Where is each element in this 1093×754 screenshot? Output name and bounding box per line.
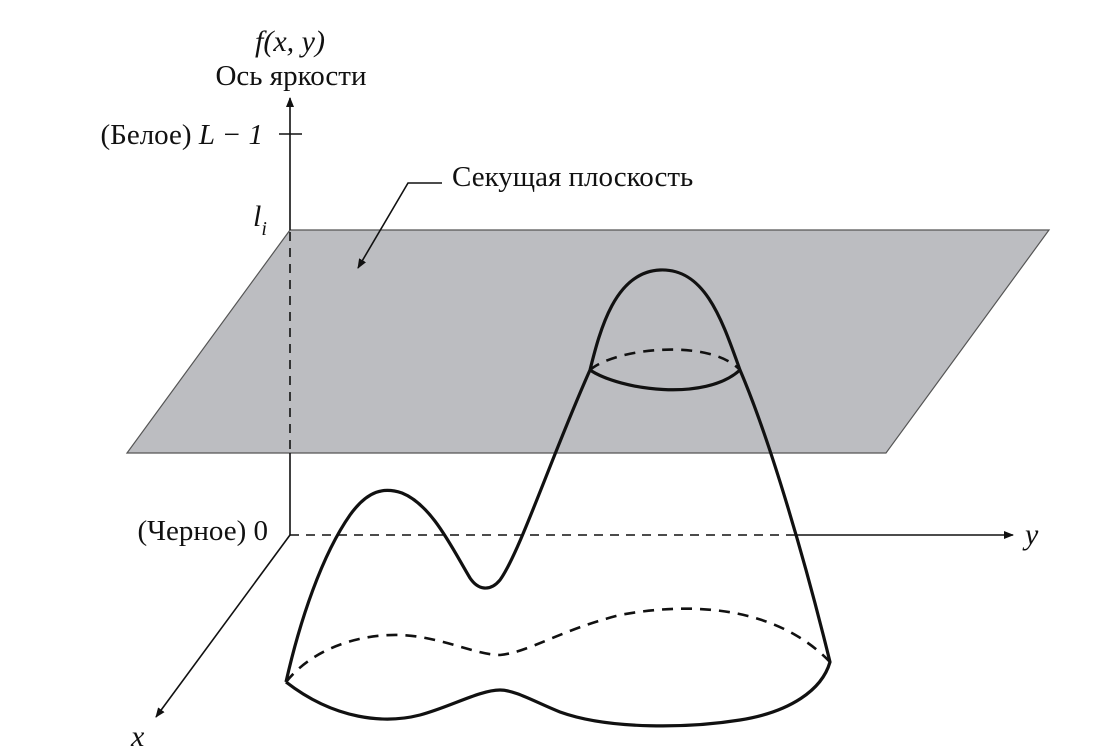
slice-back-contour [589,348,741,371]
function-label: f(x, y) [255,25,325,58]
brightness-axis-label: Ось яркости [215,60,366,92]
cutting-plane-callout-arrow [357,182,442,269]
slice-front-contour [589,368,742,392]
white-level-label: (Белое) L − 1 [101,119,263,151]
y-axis-label: y [1022,518,1039,551]
surface-outline [284,268,832,728]
white-prefix: (Белое) [101,119,199,151]
x-axis [155,534,291,718]
cutting-plane-label: Секущая плоскость [452,161,693,193]
slice-level-subscript: i [261,218,267,240]
x-axis-label: x [130,720,145,753]
slice-level-label: li [253,200,267,240]
black-level-label: (Черное) 0 [137,515,268,547]
base-hidden-contour [284,607,831,683]
slice-level-base: l [253,200,261,233]
white-value: L − 1 [198,119,263,151]
cutting-plane [125,229,1051,454]
